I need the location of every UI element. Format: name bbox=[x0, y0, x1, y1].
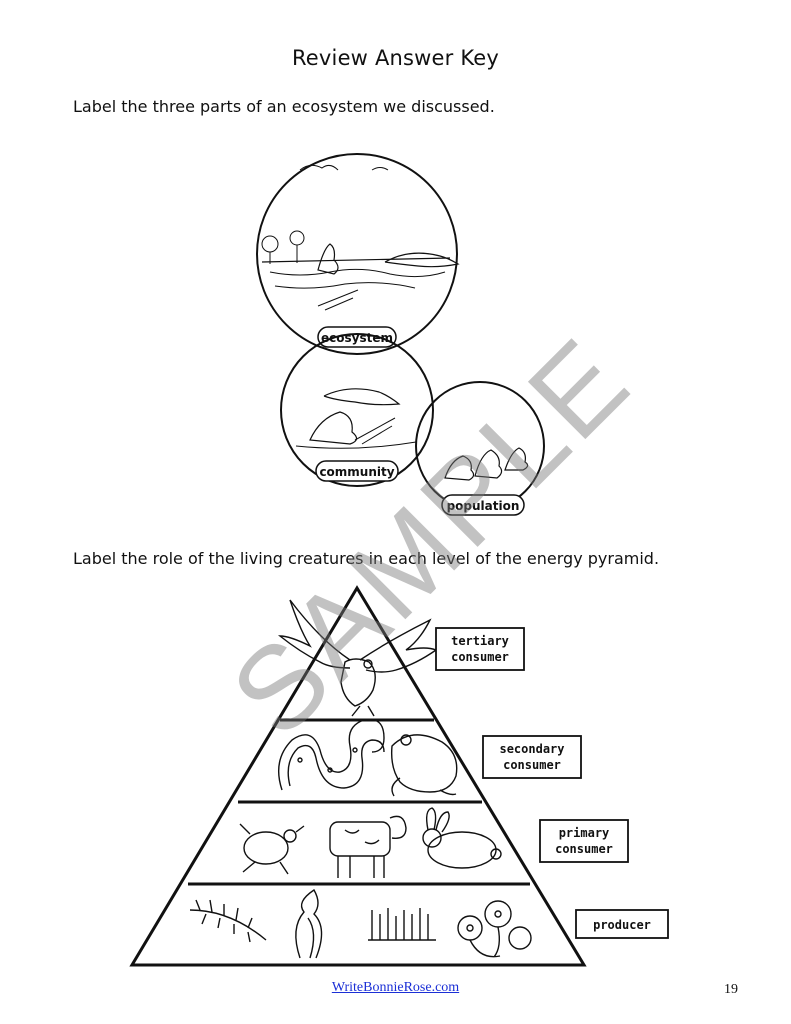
cow-icon bbox=[329, 815, 407, 878]
community-label-pill: community bbox=[315, 460, 399, 482]
fern-icon bbox=[189, 899, 267, 943]
beetle-icon bbox=[239, 823, 305, 875]
secondary-label-box: secondary consumer bbox=[482, 735, 582, 779]
footer-website-link[interactable]: WriteBonnieRose.com bbox=[331, 980, 460, 995]
producer-label-box: producer bbox=[575, 909, 669, 939]
frog-icon bbox=[390, 734, 458, 797]
grass-icon bbox=[368, 908, 436, 941]
tertiary-label-line1: tertiary bbox=[451, 634, 509, 648]
tertiary-label-box: tertiary consumer bbox=[435, 627, 525, 671]
primary-label-box: primary consumer bbox=[539, 819, 629, 863]
flower-icon bbox=[457, 900, 532, 958]
kelp-icon bbox=[295, 889, 323, 959]
primary-label-line2: consumer bbox=[555, 842, 613, 856]
community-label: community bbox=[319, 465, 394, 479]
producer-label: producer bbox=[593, 918, 651, 932]
question-ecosystem: Label the three parts of an ecosystem we… bbox=[73, 97, 495, 116]
question-energy-pyramid: Label the role of the living creatures i… bbox=[73, 549, 660, 568]
tertiary-label-line2: consumer bbox=[451, 650, 509, 664]
population-circle bbox=[415, 381, 545, 511]
ecosystem-circle bbox=[256, 153, 460, 355]
population-label: population bbox=[447, 499, 520, 513]
secondary-label-line2: consumer bbox=[503, 758, 561, 772]
ecosystem-label: ecosystem bbox=[321, 331, 393, 345]
population-label-pill: population bbox=[441, 494, 525, 516]
eagle-icon bbox=[278, 599, 438, 717]
rabbit-icon bbox=[422, 807, 502, 869]
page-number: 19 bbox=[724, 982, 738, 997]
page-title: Review Answer Key bbox=[291, 46, 500, 70]
community-circle bbox=[280, 333, 434, 487]
ecosystem-label-pill: ecosystem bbox=[317, 326, 397, 348]
snake-icon bbox=[278, 718, 385, 791]
secondary-label-line1: secondary bbox=[499, 742, 564, 756]
primary-label-line1: primary bbox=[559, 826, 610, 840]
